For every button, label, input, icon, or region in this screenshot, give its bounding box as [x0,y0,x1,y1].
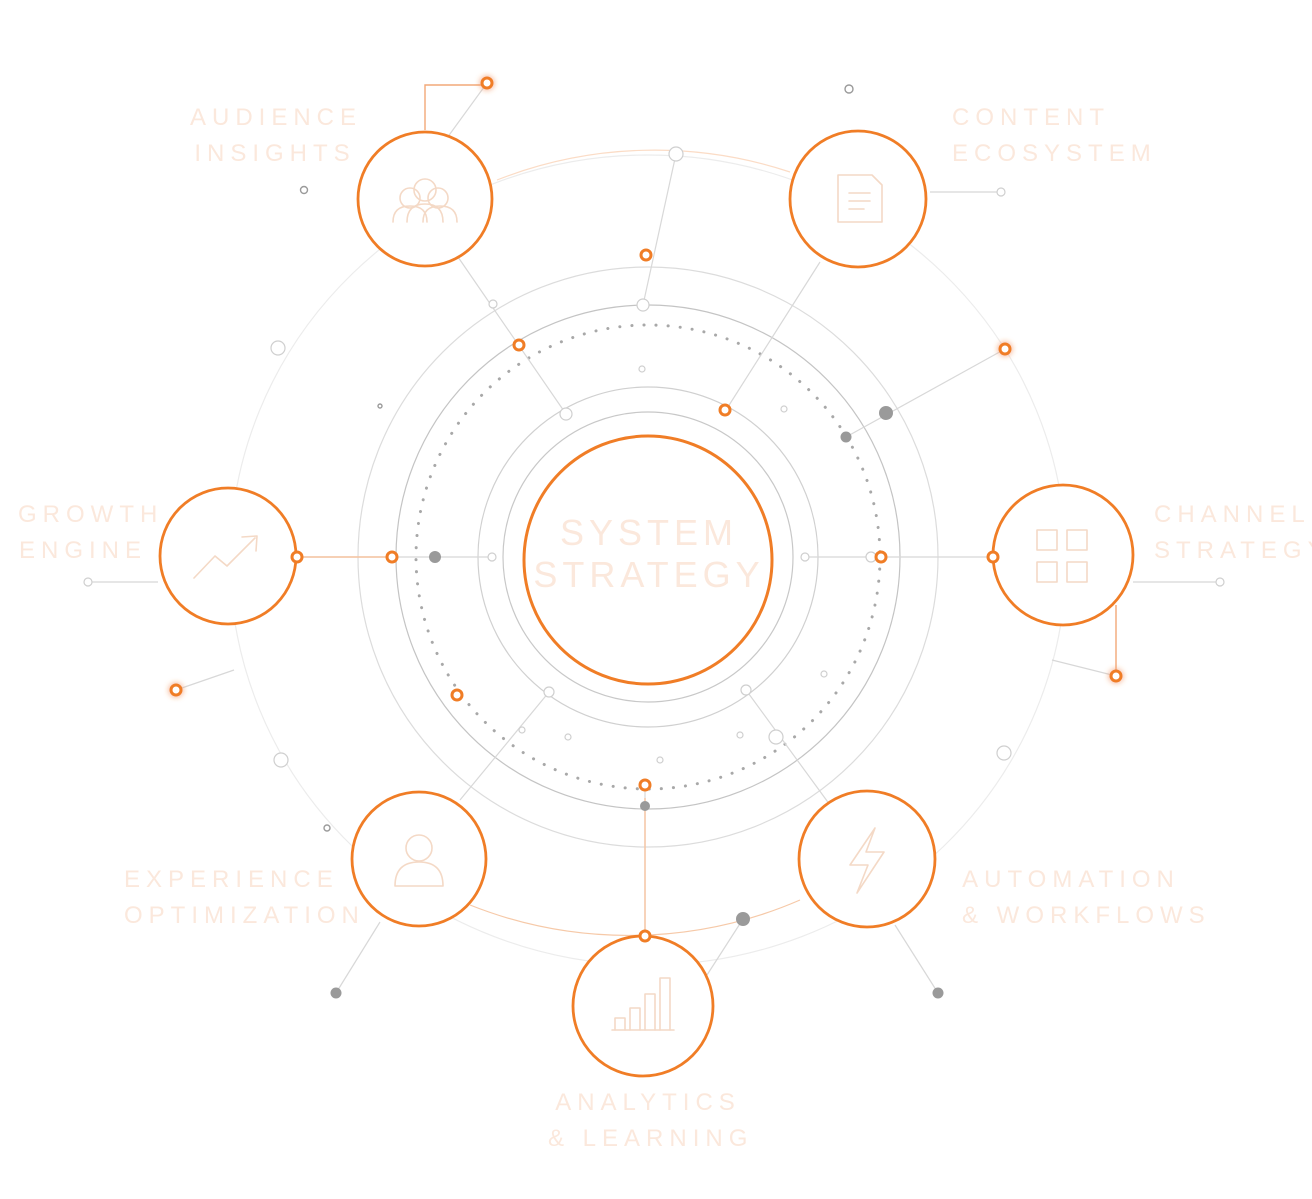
label-analytics-learning: ANALYTICS & LEARNING [548,1085,748,1157]
grid-squares-icon [1036,529,1088,583]
orange-dot [169,683,183,697]
node-circle [788,129,928,269]
label-content-ecosystem: CONTENT ECOSYSTEM [952,100,1157,172]
people-group-icon [392,178,458,223]
junction-nodes [83,146,1225,768]
orange-dot [450,688,464,702]
label-line: STRATEGY [1154,537,1312,564]
label-automation-workflows: AUTOMATION & WORKFLOWS [962,862,1211,934]
label-line: ECOSYSTEM [952,140,1157,167]
orange-dot [718,403,732,417]
label-experience-optimization: EXPERIENCE OPTIMIZATION [124,862,365,934]
outer-orbit-accent-arc [469,899,801,936]
node-analytics-learning [571,934,715,1078]
orange-dot [638,929,652,943]
orange-dot [1109,669,1123,683]
node-audience-insights [356,130,494,268]
label-line: EXPERIENCE [124,866,339,893]
node-content-ecosystem [788,129,928,269]
label-audience-insights: AUDIENCE INSIGHTS [190,100,360,172]
label-line: CHANNEL [1154,501,1311,528]
label-line: INSIGHTS [194,140,356,167]
label-line: CONTENT [952,104,1110,131]
user-profile-icon [394,834,444,887]
center-label: SYSTEM STRATEGY [520,512,778,596]
center-label-line2: STRATEGY [533,554,765,595]
label-line: AUTOMATION [962,866,1180,893]
grey-solid-dots [330,406,944,999]
main-nodes [158,129,1135,1078]
label-line: & LEARNING [548,1125,754,1152]
inner-ring-inner [502,411,794,703]
orange-dot [874,550,888,564]
orange-dot [512,338,526,352]
outer-orbit-accent-arc [496,149,791,181]
node-channel-strategy [991,483,1135,627]
label-line: GROWTH [18,501,164,528]
node-circle [571,934,715,1078]
bar-chart-icon [611,977,675,1031]
center-core-ring [522,434,774,686]
label-line: ENGINE [18,537,147,564]
label-line: ANALYTICS [555,1089,741,1116]
orange-dot [290,550,304,564]
node-circle [991,483,1135,627]
node-experience-optimization [350,790,488,928]
orange-dot [986,550,1000,564]
lightning-bolt-icon [849,827,885,894]
node-circle [350,790,488,928]
orange-dot [639,248,653,262]
label-channel-strategy: CHANNEL STRATEGY [1154,497,1312,569]
orange-dot [638,778,652,792]
node-circle [797,789,937,929]
orange-dot [385,550,399,564]
elbow-connectors [298,84,1117,936]
trend-arrow-icon [193,535,258,579]
floating-hollow-dots [299,84,854,832]
center-label-line1: SYSTEM [559,512,739,553]
label-line: OPTIMIZATION [124,902,365,929]
orange-dot [480,76,494,90]
label-line: & WORKFLOWS [962,902,1211,929]
orange-dot [998,342,1012,356]
node-circle [158,486,298,626]
orange-accent-dots [169,76,1123,943]
label-growth-engine: GROWTH ENGINE [18,497,164,569]
node-circle [356,130,494,268]
node-growth-engine [158,486,298,626]
document-icon [837,174,883,223]
node-automation-workflows [797,789,937,929]
label-line: AUDIENCE [190,104,363,131]
